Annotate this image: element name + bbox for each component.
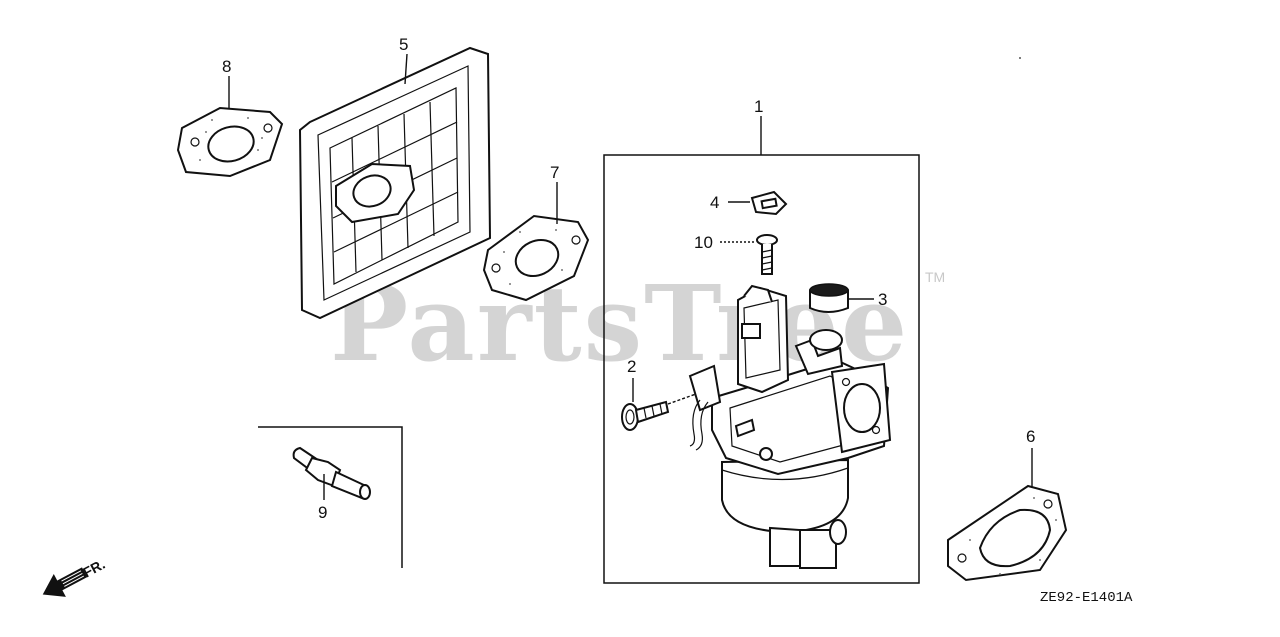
- part-9-fitting: [292, 446, 371, 500]
- watermark: PartsTree TM: [330, 262, 945, 385]
- part-10-screw: [756, 234, 778, 275]
- callout-4: 4: [710, 193, 719, 212]
- callout-7: 7: [550, 163, 559, 182]
- callout-2: 2: [627, 357, 636, 376]
- callout-9: 9: [318, 503, 327, 522]
- part-6-gasket: [947, 484, 1068, 582]
- callout-3: 3: [878, 290, 887, 309]
- leader-2-axis: [667, 393, 697, 405]
- part-5-insulator-plate: [298, 46, 492, 320]
- part-4-knob: [750, 190, 788, 216]
- callout-6: 6: [1026, 427, 1035, 446]
- callout-8: 8: [222, 57, 231, 76]
- part-2-screw: [621, 400, 670, 431]
- diagram-code: ZE92-E1401A: [1040, 590, 1133, 606]
- part-1-carburetor: [688, 284, 892, 569]
- front-direction-arrow-icon: [42, 567, 88, 597]
- part-9-box: [258, 426, 403, 568]
- callout-1: 1: [754, 97, 763, 116]
- part-8-gasket: [176, 106, 284, 178]
- callout-5: 5: [399, 35, 408, 54]
- callout-10: 10: [694, 233, 713, 252]
- carburetor-group-box: [603, 154, 920, 584]
- part-3-cap: [809, 283, 849, 313]
- leader-5: [404, 53, 408, 85]
- watermark-trademark: TM: [925, 269, 945, 285]
- part-7-gasket: [482, 214, 590, 302]
